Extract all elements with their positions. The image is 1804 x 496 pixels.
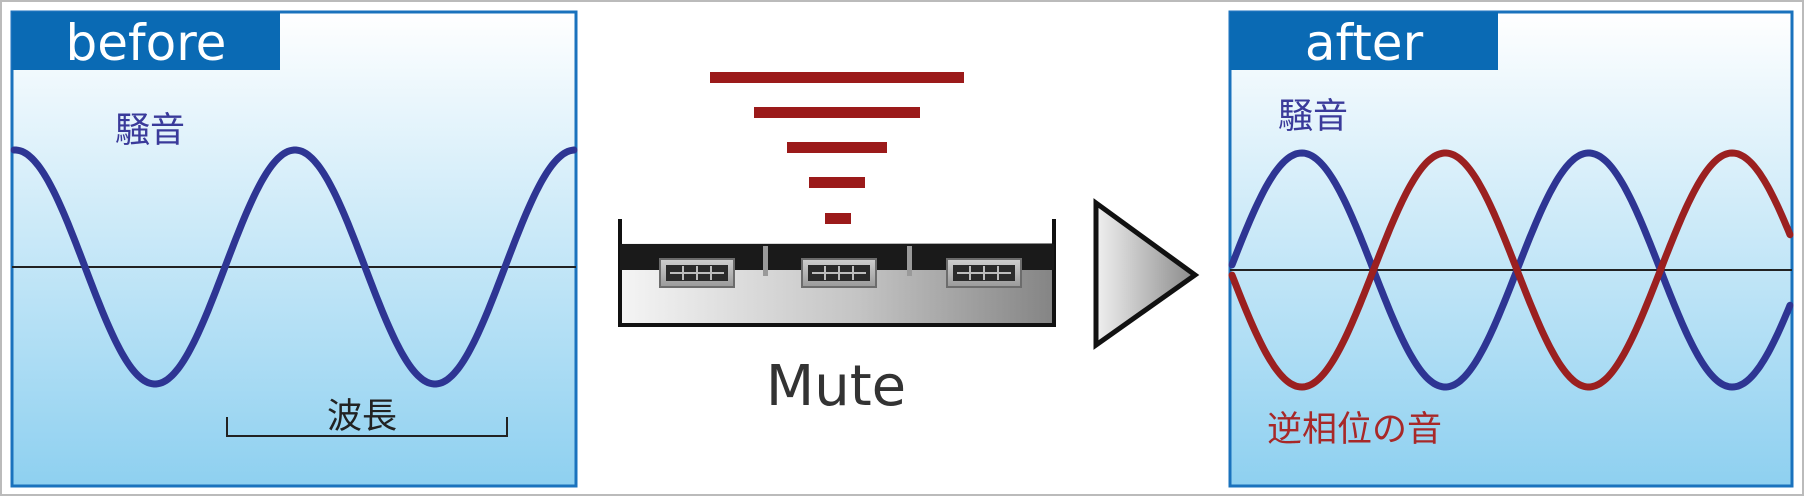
sound-bar	[710, 72, 964, 83]
before-tab	[12, 12, 280, 70]
before-tab-label: before	[66, 14, 227, 72]
after-panel: after 騒音 逆相位の音	[1228, 10, 1794, 488]
device-label: Mute	[766, 354, 906, 419]
sound-bar	[825, 213, 851, 224]
before-noise-label: 騒音	[115, 111, 185, 151]
antiphase-label: 逆相位の音	[1267, 410, 1442, 450]
wavelength-label: 波長	[327, 397, 397, 437]
after-noise-wave	[1228, 149, 1794, 391]
right-arrow-icon	[1093, 198, 1200, 350]
antiphase-wave	[1228, 149, 1794, 391]
after-noise-label: 騒音	[1278, 97, 1348, 137]
before-noise-wave	[10, 146, 578, 388]
wavelength-bracket	[226, 417, 508, 437]
after-tab	[1230, 12, 1498, 70]
before-panel-box	[10, 10, 578, 488]
sound-bar	[754, 107, 920, 118]
sound-bar	[809, 177, 865, 188]
sound-bars	[710, 72, 964, 224]
after-tab-label: after	[1305, 14, 1424, 72]
speaker-slot	[659, 258, 735, 288]
mute-device-icon	[618, 219, 1056, 327]
speaker-slot	[946, 258, 1022, 288]
speaker-slot	[801, 258, 877, 288]
before-panel: before 騒音 波長	[10, 10, 578, 488]
sound-bar	[787, 142, 887, 153]
mute-device-group: Mute	[618, 72, 1056, 419]
